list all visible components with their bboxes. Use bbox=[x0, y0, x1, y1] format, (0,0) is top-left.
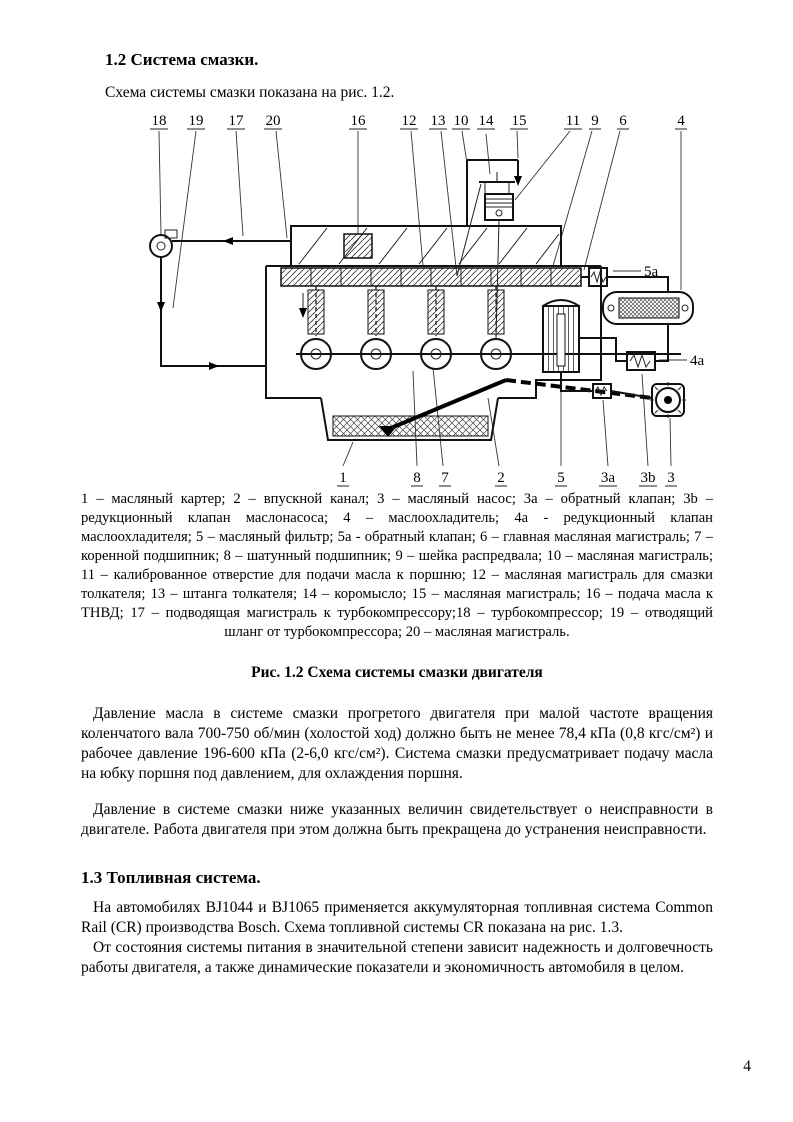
check-valve-5a bbox=[588, 267, 608, 287]
callout-14: 14 bbox=[479, 113, 495, 129]
oil-filter bbox=[542, 299, 580, 373]
callout-17: 17 bbox=[229, 113, 245, 129]
callout-9: 9 bbox=[591, 113, 599, 129]
callout-5: 5 bbox=[557, 470, 565, 486]
paragraph-pressure-warning: Давление в системе смазки ниже указанных… bbox=[81, 801, 713, 838]
engine-lubrication-schematic: 18 19 17 20 16 12 13 10 14 15 11 9 6 4 bbox=[149, 113, 705, 487]
callout-5a: 5a bbox=[644, 264, 659, 280]
oil-pan bbox=[320, 378, 653, 441]
turbocharger bbox=[149, 229, 291, 370]
oil-cooler bbox=[602, 291, 694, 325]
callouts-bottom: 1 8 7 2 5 3a 3b 3 bbox=[337, 470, 677, 487]
page-number: 4 bbox=[743, 1058, 751, 1075]
oil-pump bbox=[650, 382, 686, 418]
callout-13: 13 bbox=[431, 113, 446, 129]
callout-4: 4 bbox=[677, 113, 685, 129]
callout-3: 3 bbox=[667, 470, 675, 486]
section-1-2-heading: 1.2 Система смазки. bbox=[105, 50, 259, 69]
figure-legend: 1 – масляный картер; 2 – впускной канал;… bbox=[81, 491, 713, 640]
paragraph-fuel-system-2: От состояния системы питания в значитель… bbox=[81, 939, 713, 976]
callout-18: 18 bbox=[152, 113, 167, 129]
lubrication-diagram: 18 19 17 20 16 12 13 10 14 15 11 9 6 4 bbox=[81, 108, 713, 488]
section-1-2-intro: Схема системы смазки показана на рис. 1.… bbox=[105, 84, 395, 101]
callout-15: 15 bbox=[512, 113, 527, 129]
main-oil-gallery bbox=[280, 267, 582, 287]
callout-11: 11 bbox=[566, 113, 580, 129]
callout-7: 7 bbox=[441, 470, 449, 486]
callout-20: 20 bbox=[266, 113, 281, 129]
cylinder-head bbox=[290, 225, 562, 267]
callout-3b: 3b bbox=[641, 470, 656, 486]
callout-3a: 3a bbox=[601, 470, 616, 486]
fuel-pump-oil-feed bbox=[343, 233, 373, 259]
callout-4a: 4a bbox=[690, 353, 705, 369]
paragraph-fuel-system-1: На автомобилях BJ1044 и BJ1065 применяет… bbox=[81, 899, 713, 936]
callout-19: 19 bbox=[189, 113, 204, 129]
callout-2: 2 bbox=[497, 470, 505, 486]
callout-8: 8 bbox=[413, 470, 421, 486]
piston-assembly bbox=[456, 159, 522, 340]
callout-1: 1 bbox=[339, 470, 347, 486]
page-content: 1.2 Система смазки. Схема системы смазки… bbox=[81, 50, 713, 976]
leader-lines-top bbox=[158, 130, 682, 309]
callout-6: 6 bbox=[619, 113, 627, 129]
oil-circuit-right bbox=[542, 267, 694, 418]
figure-caption: Рис. 1.2 Схема системы смазки двигателя bbox=[251, 664, 543, 681]
callout-12: 12 bbox=[402, 113, 417, 129]
callouts-right: 5a 4a bbox=[644, 264, 705, 369]
crankshaft bbox=[296, 338, 681, 370]
section-1-3-heading: 1.3 Топливная система. bbox=[81, 868, 261, 887]
callouts-top: 18 19 17 20 16 12 13 10 14 15 11 9 6 4 bbox=[150, 113, 687, 130]
engine-block bbox=[265, 265, 602, 399]
paragraph-oil-pressure: Давление масла в системе смазки прогрето… bbox=[81, 705, 713, 782]
callout-10: 10 bbox=[454, 113, 469, 129]
callout-16: 16 bbox=[351, 113, 367, 129]
